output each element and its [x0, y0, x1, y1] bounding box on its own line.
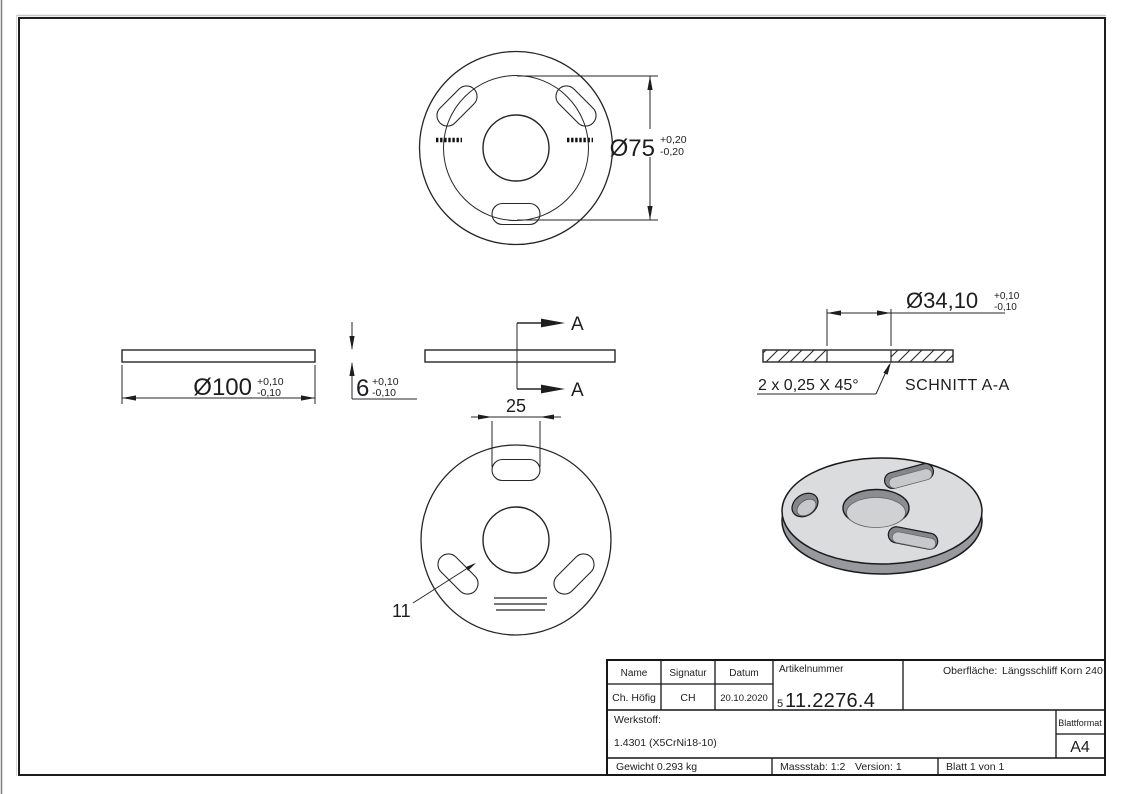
tb-massstab: Massstab: 1:2: [780, 761, 846, 773]
dim-d34-tol-minus: -0,10: [994, 302, 1017, 313]
cut-plane-view: A A: [424, 314, 616, 401]
chamfer-note: 2 x 0,25 X 45°: [758, 377, 859, 394]
tb-artikelnummer-value: 11.2276.4: [785, 690, 875, 712]
dim-d34: [826, 309, 1005, 346]
title-block: Name Signatur Datum Artikelnummer Ch. Hö…: [606, 659, 1106, 776]
tb-col-signatur: Signatur: [669, 668, 707, 679]
tb-werkstoff-label: Werkstoff:: [614, 714, 661, 726]
dim-thickness-value: 6: [356, 375, 369, 402]
dim-25-value: 25: [506, 396, 526, 416]
tb-name-value: Ch. Höfig: [612, 692, 656, 704]
iso-view: [781, 457, 983, 575]
tb-col-artikelnummer: Artikelnummer: [779, 664, 844, 675]
dim-thickness-tol-minus: -0,10: [372, 387, 396, 399]
iso-slot-lower: [887, 526, 939, 550]
iso-slot-upper: [883, 463, 935, 489]
dim-11-value: 11: [392, 601, 411, 621]
dim-d75: [517, 75, 658, 221]
dim-d34-tol-plus: +0,10: [994, 291, 1020, 302]
tb-werkstoff-value: 1.4301 (X5CrNi18-10): [614, 737, 717, 749]
cut-label-a-top: A: [571, 314, 584, 335]
tb-datum-value: 20.10.2020: [720, 693, 768, 704]
tb-artikel-prefix: 5: [777, 698, 783, 710]
tb-col-name: Name: [621, 668, 648, 679]
iso-center-hole: [842, 488, 910, 528]
tb-version: Version: 1: [855, 761, 902, 773]
dim-d100-tol-minus: -0,10: [257, 387, 281, 399]
dim-d34-value: Ø34,10: [906, 288, 978, 313]
tb-blattformat-label: Blattformat: [1058, 718, 1102, 728]
section-label: SCHNITT A-A: [905, 377, 1010, 394]
bottom-view: 25 11: [392, 396, 612, 636]
dim-d100-tol-plus: +0,10: [257, 376, 284, 388]
tb-blattformat-value: A4: [1070, 739, 1090, 756]
dim-d100: [121, 365, 316, 404]
section-view: Ø34,10 +0,10 -0,10 2 x 0,25 X 45° SCHNIT…: [757, 288, 1020, 395]
surface-grain-lines: [494, 597, 547, 611]
dim-d75-tol-minus: -0,20: [660, 146, 684, 158]
top-view: Ø75 +0,20 -0,20: [418, 50, 687, 246]
tb-blatt: Blatt 1 von 1: [946, 761, 1005, 773]
dim-d75-tol-plus: +0,20: [660, 134, 687, 146]
iso-left-hole: [791, 492, 819, 518]
chamfer-leader: [757, 362, 891, 395]
tb-oberflaeche-label: Oberfläche:: [943, 665, 997, 677]
leader-11: [412, 563, 476, 604]
tb-signatur-value: CH: [680, 692, 695, 704]
tb-col-datum: Datum: [729, 668, 758, 679]
dim-d100-value: Ø100: [193, 374, 252, 401]
dim-thickness-tol-plus: +0,10: [372, 376, 399, 388]
dim-25: [471, 414, 561, 467]
dim-d75-value: Ø75: [610, 135, 655, 162]
tb-gewicht: Gewicht 0.293 kg: [616, 761, 697, 773]
tb-oberflaeche-value: Längsschliff Korn 240: [1002, 665, 1103, 677]
cut-label-a-bottom: A: [571, 380, 584, 401]
side-view: Ø100 +0,10 -0,10 6 +0,10 -0,10: [121, 322, 417, 404]
dim-thickness: [349, 322, 417, 400]
